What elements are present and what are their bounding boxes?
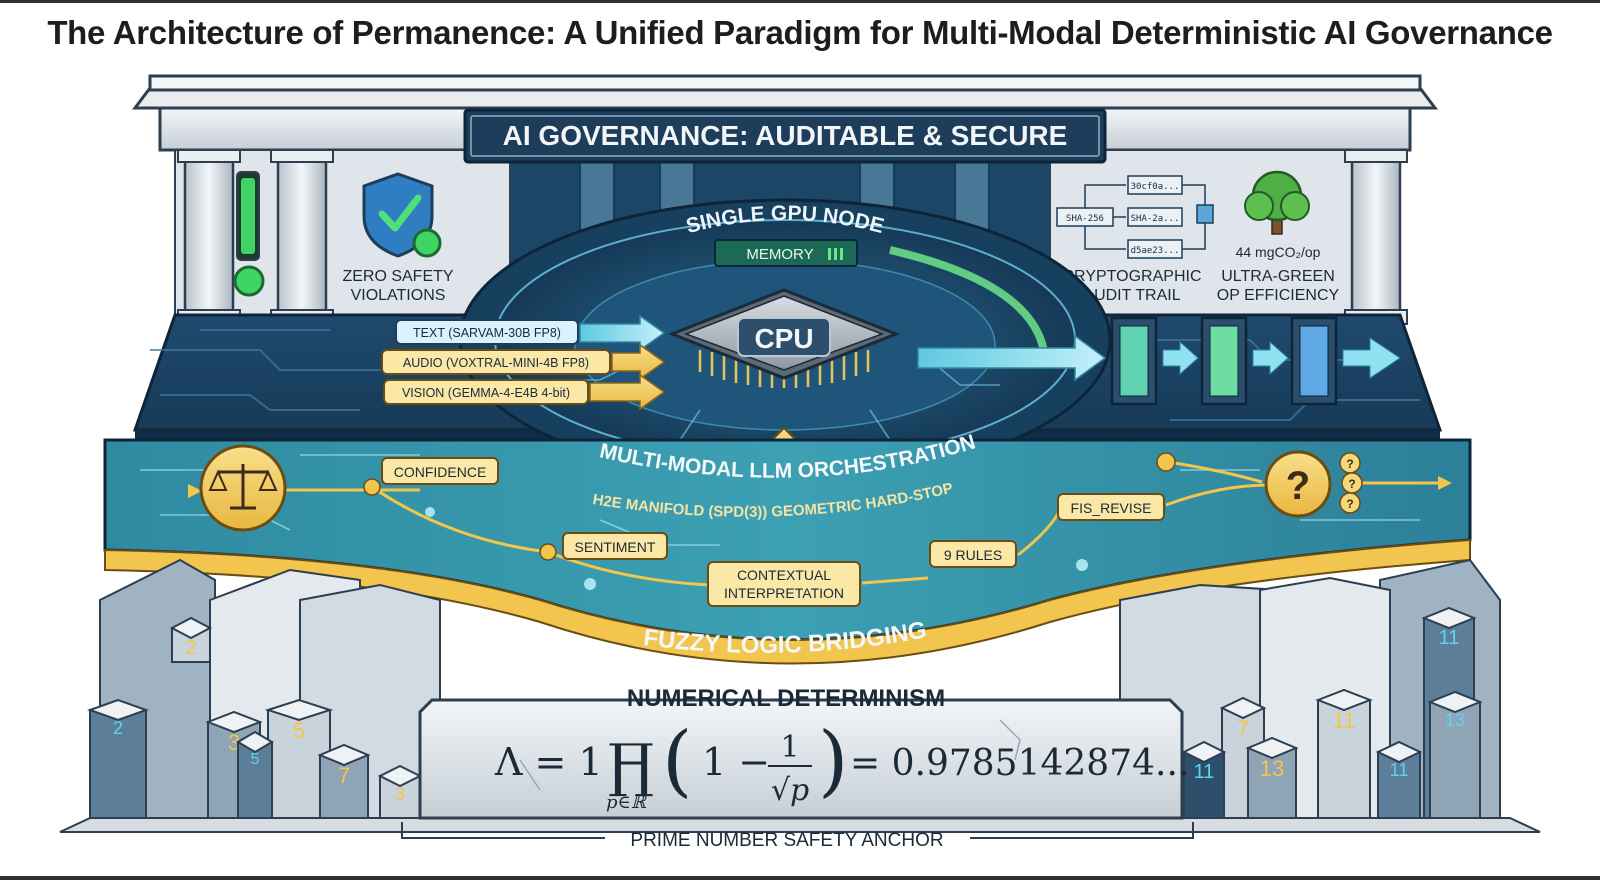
hash-node-3: SHA-2a... <box>1131 214 1180 224</box>
svg-text:9 RULES: 9 RULES <box>944 547 1002 563</box>
output-block-2 <box>1200 316 1248 406</box>
status-light-icon <box>233 265 265 297</box>
prime-anchor-label: PRIME NUMBER SAFETY ANCHOR <box>630 830 943 851</box>
svg-text:Λ = 1 −: Λ = 1 − <box>494 740 647 784</box>
svg-text:√p: √p <box>771 773 809 808</box>
left-prime-label-2: 2 <box>113 718 123 738</box>
audit-label-1: CRYPTOGRAPHIC <box>1063 268 1202 285</box>
pillar-left-2 <box>270 148 334 325</box>
right-prime-label-4: 11 <box>1333 708 1356 733</box>
label-sentiment: SENTIMENT <box>562 532 668 560</box>
svg-text:?: ? <box>1346 497 1353 511</box>
output-block-1 <box>1110 316 1158 406</box>
left-prime-label-1: 2 <box>185 637 196 659</box>
shield-check-icon <box>362 172 442 258</box>
audit-label-2: AUDIT TRAIL <box>1083 287 1180 304</box>
green-label-1: ULTRA-GREEN <box>1221 268 1335 285</box>
svg-text:?: ? <box>1286 464 1310 508</box>
svg-text:CONFIDENCE: CONFIDENCE <box>394 464 487 480</box>
left-prime-label-6: 7 <box>338 763 350 788</box>
determinism-formula: Λ = 1 − ∏ p∈ℝ ( 1 − 1 √p ) = 0.978514287… <box>494 716 1189 813</box>
governance-banner: AI GOVERNANCE: AUDITABLE & SECURE <box>463 108 1107 164</box>
svg-text:?: ? <box>1348 477 1355 491</box>
hash-node-2: SHA-256 <box>1066 214 1104 224</box>
bottom-border <box>0 876 1600 880</box>
svg-text:INTERPRETATION: INTERPRETATION <box>724 585 844 601</box>
svg-text:?: ? <box>1346 457 1353 471</box>
right-prime-label-2: 11 <box>1439 627 1460 649</box>
determinism-tablet <box>418 698 1184 820</box>
hash-node-4: d5ae23... <box>1131 246 1180 256</box>
left-block-7: 3 <box>377 764 423 819</box>
label-9-rules: 9 RULES <box>929 540 1017 568</box>
safety-indicator <box>233 171 265 297</box>
input-streams <box>579 314 666 411</box>
right-prime-label-3: 13 <box>1260 756 1284 781</box>
green-value: 44 mgCO₂/op <box>1236 244 1321 260</box>
left-block-6: 7 <box>317 743 371 819</box>
svg-text:SENTIMENT: SENTIMENT <box>575 539 656 555</box>
memory-bar: MEMORY <box>714 239 858 267</box>
left-block-5: 5 <box>236 730 274 819</box>
output-stream <box>917 316 1401 406</box>
hash-node-1: 30cf0a... <box>1131 182 1180 192</box>
svg-text:MEMORY: MEMORY <box>746 246 813 263</box>
left-prime-label-7: 3 <box>395 784 405 804</box>
svg-text:1: 1 <box>780 730 799 765</box>
safety-label-2: VIOLATIONS <box>351 287 446 304</box>
svg-text:TEXT (SARVAM-30B FP8): TEXT (SARVAM-30B FP8) <box>413 326 561 340</box>
pillar-right-1 <box>1344 148 1408 325</box>
label-contextual: CONTEXTUAL INTERPRETATION <box>707 561 861 607</box>
svg-text:AUDIO (VOXTRAL-MINI-4B FP8): AUDIO (VOXTRAL-MINI-4B FP8) <box>403 356 589 370</box>
input-text: TEXT (SARVAM-30B FP8) <box>395 319 579 345</box>
right-block-1: 7 <box>1219 696 1267 819</box>
left-prime-label-4: 5 <box>293 718 305 743</box>
right-prime-label-1: 7 <box>1237 716 1249 741</box>
green-label-2: OP EFFICIENCY <box>1217 287 1340 304</box>
pillar-left-1 <box>177 148 241 325</box>
prime-blocks-right: 7 11 13 11 11 13 11 <box>1181 606 1483 819</box>
right-prime-label-5: 11 <box>1194 761 1215 783</box>
left-block-1: 2 <box>169 616 213 663</box>
right-prime-label-7: 11 <box>1390 760 1409 780</box>
right-block-5: 11 <box>1181 740 1227 819</box>
input-audio: AUDIO (VOXTRAL-MINI-4B FP8) <box>381 349 611 375</box>
right-block-3: 13 <box>1245 736 1299 819</box>
question-mark-icon: ? ? ? ? <box>1264 450 1363 518</box>
svg-text:1 −: 1 − <box>702 740 770 784</box>
output-block-3 <box>1290 316 1338 406</box>
label-confidence: CONFIDENCE <box>381 457 499 485</box>
fuzzy-river <box>103 438 1472 665</box>
input-vision: VISION (GEMMA-4-E4B 4-bit) <box>383 379 589 405</box>
right-block-6: 13 <box>1427 690 1483 819</box>
svg-text:FIS_REVISE: FIS_REVISE <box>1071 500 1152 516</box>
svg-text:= 0.9785142874...: = 0.9785142874... <box>850 743 1189 784</box>
svg-text:): ) <box>818 716 848 806</box>
svg-text:VISION (GEMMA-4-E4B 4-bit): VISION (GEMMA-4-E4B 4-bit) <box>402 386 570 400</box>
top-border <box>0 0 1600 3</box>
left-block-2: 2 <box>87 698 149 819</box>
prime-anchor-bracket: PRIME NUMBER SAFETY ANCHOR <box>401 822 1194 851</box>
balance-scale-icon <box>199 444 287 532</box>
determinism-heading: NUMERICAL DETERMINISM <box>627 685 945 712</box>
right-block-7: 11 <box>1375 740 1423 819</box>
page-title: The Architecture of Permanence: A Unifie… <box>47 14 1553 51</box>
right-prime-label-6: 13 <box>1445 710 1465 730</box>
svg-text:p∈ℝ: p∈ℝ <box>606 792 647 813</box>
hash-chain: 30cf0a... SHA-256 SHA-2a... d5ae23... <box>1056 175 1214 259</box>
svg-text:CONTEXTUAL: CONTEXTUAL <box>737 567 831 583</box>
cpu-chip: CPU <box>667 288 901 388</box>
label-fis-revise: FIS_REVISE <box>1057 493 1165 521</box>
left-prime-label-5: 5 <box>251 751 260 768</box>
svg-text:∏: ∏ <box>608 731 654 799</box>
safety-label-1: ZERO SAFETY <box>342 268 453 285</box>
svg-text:(: ( <box>662 716 692 806</box>
banner-text: AI GOVERNANCE: AUDITABLE & SECURE <box>503 120 1068 151</box>
cpu-label: CPU <box>754 323 813 354</box>
right-block-4: 11 <box>1315 688 1373 819</box>
tree-icon <box>1244 170 1310 235</box>
